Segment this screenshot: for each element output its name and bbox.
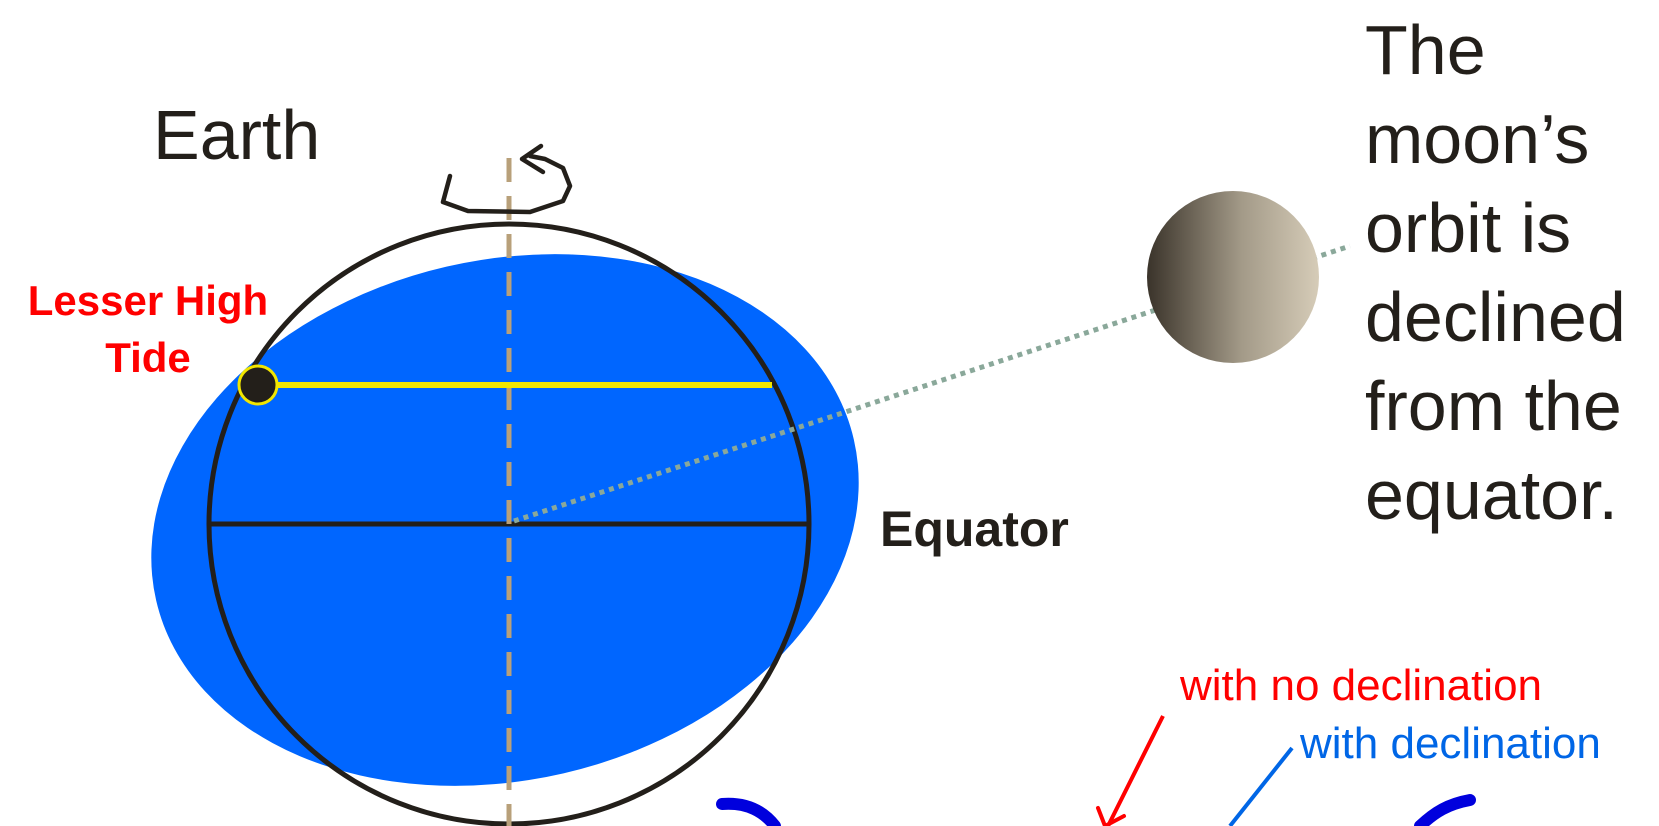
earth-title: Earth	[153, 100, 320, 170]
no-declination-label: with no declination	[1180, 664, 1542, 708]
no-declination-pointer	[1108, 716, 1163, 826]
lesser-high-tide-label: Lesser High Tide	[10, 272, 286, 386]
moon-orbit-note: The moon’s orbit is declined from the eq…	[1365, 6, 1626, 540]
equator-label: Equator	[880, 504, 1069, 554]
declination-curve-left	[722, 804, 775, 826]
with-declination-label: with declination	[1300, 722, 1601, 766]
moon-sphere	[1147, 191, 1319, 363]
with-declination-pointer	[1230, 748, 1292, 826]
declination-curve-right	[1420, 800, 1470, 826]
